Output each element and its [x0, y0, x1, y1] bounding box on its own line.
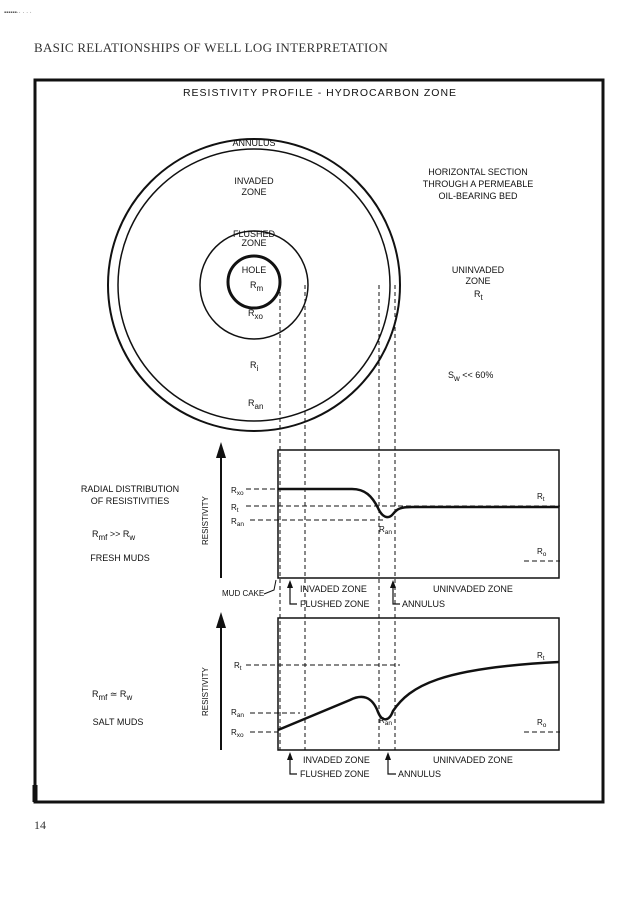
fresh-flushed-arrowhead	[287, 580, 293, 588]
fresh-invaded-label: INVADED ZONE	[300, 584, 367, 594]
salt-curve-ro-label: Ro	[537, 718, 547, 729]
fresh-muds-label: FRESH MUDS	[90, 553, 150, 563]
figure-title: RESISTIVITY PROFILE - HYDROCARBON ZONE	[183, 87, 457, 99]
fresh-uninvaded-label: UNINVADED ZONE	[433, 584, 513, 594]
fresh-graph-box	[277, 449, 560, 579]
sw-label: Sw << 60%	[448, 370, 493, 383]
fresh-resistivity-curve	[278, 487, 559, 519]
salt-y-axis-arrow	[216, 612, 226, 628]
salt-muds-label: SALT MUDS	[93, 717, 144, 727]
salt-flushed-arrowhead	[287, 752, 293, 760]
uninvaded-zone-label-2: ZONE	[465, 276, 490, 286]
flushed-zone-circle	[199, 230, 309, 340]
salt-curve-rt-label: Rt	[537, 651, 545, 662]
salt-graph-box	[277, 617, 560, 751]
rxo-label: Rxo	[248, 308, 264, 321]
ran-label: Ran	[248, 398, 263, 411]
salt-flushed-pointer	[289, 755, 297, 775]
fresh-tick-ran: Ran	[231, 517, 244, 528]
fresh-flushed-label: FLUSHED ZONE	[300, 599, 370, 609]
projection-lines	[279, 285, 396, 750]
invaded-zone-circle	[117, 148, 391, 422]
invaded-zone-label-1: INVADED	[234, 176, 274, 186]
fresh-annulus-arrowhead	[390, 580, 396, 588]
fresh-tick-rxo: Rxo	[231, 486, 244, 497]
radial-distribution-label-1: RADIAL DISTRIBUTION	[81, 484, 179, 494]
figure-frame	[33, 78, 605, 804]
rm-label: Rm	[250, 280, 264, 293]
annulus-outer-circle	[107, 138, 401, 432]
salt-invaded-label: INVADED ZONE	[303, 755, 370, 765]
salt-tick-rxo: Rxo	[231, 728, 244, 739]
salt-mud-graph: Rmf ≃ Rw SALT MUDS RESISTIVITY Rt Ran Rx…	[92, 612, 560, 779]
salt-annulus-label: ANNULUS	[398, 769, 441, 779]
horizontal-section-label-3: OIL-BEARING BED	[438, 191, 518, 201]
flushed-zone-label-1: FLUSHED	[233, 229, 276, 239]
fresh-tick-rt: Rt	[231, 503, 239, 514]
fresh-annulus-label: ANNULUS	[402, 599, 445, 609]
fresh-mud-cake-label: MUD CAKE	[222, 589, 264, 598]
horizontal-section-label-1: HORIZONTAL SECTION	[428, 167, 528, 177]
invaded-zone-label-2: ZONE	[241, 187, 266, 197]
rt-label: Rt	[474, 289, 484, 302]
fresh-annulus-pointer	[392, 583, 400, 605]
fresh-curve-ro-label: Ro	[537, 547, 547, 558]
radial-distribution-label-2: OF RESISTIVITIES	[91, 496, 170, 506]
horizontal-section: ANNULUS INVADED ZONE FLUSHED ZONE HOLE R…	[107, 138, 534, 432]
salt-resistivity-curve	[277, 660, 560, 732]
salt-curve-ran-label: Ran	[379, 716, 392, 727]
salt-y-axis-label: RESISTIVITY	[201, 666, 210, 716]
uninvaded-zone-label-1: UNINVADED	[452, 265, 505, 275]
salt-flushed-label: FLUSHED ZONE	[300, 769, 370, 779]
ri-label: Ri	[250, 360, 259, 373]
salt-annulus-arrowhead	[385, 752, 391, 760]
scan-marks: ▪▪▪▪▪▪·· · · ·	[4, 10, 32, 16]
page-number: 14	[34, 818, 46, 832]
hole-label: HOLE	[242, 265, 267, 275]
flushed-zone-label-2: ZONE	[241, 238, 266, 248]
fresh-y-axis-arrow	[216, 442, 226, 458]
salt-tick-ran: Ran	[231, 708, 244, 719]
fresh-mud-cake-pointer	[263, 579, 277, 595]
fresh-curve-ran-label: Ran	[379, 525, 392, 536]
fresh-y-axis-label: RESISTIVITY	[201, 495, 210, 545]
salt-relation-label: Rmf ≃ Rw	[92, 689, 132, 702]
salt-tick-rt: Rt	[234, 661, 242, 672]
fresh-mud-graph: RADIAL DISTRIBUTION OF RESISTIVITIES Rmf…	[81, 442, 560, 609]
fresh-flushed-pointer	[289, 583, 297, 605]
page-header: BASIC RELATIONSHIPS OF WELL LOG INTERPRE…	[34, 40, 389, 55]
salt-annulus-pointer	[387, 755, 396, 775]
fresh-relation-label: Rmf >> Rw	[92, 529, 135, 542]
salt-uninvaded-label: UNINVADED ZONE	[433, 755, 513, 765]
fresh-curve-rt-label: Rt	[537, 492, 545, 503]
annulus-label: ANNULUS	[232, 138, 275, 148]
hole-circle	[226, 254, 282, 310]
horizontal-section-label-2: THROUGH A PERMEABLE	[423, 179, 534, 189]
